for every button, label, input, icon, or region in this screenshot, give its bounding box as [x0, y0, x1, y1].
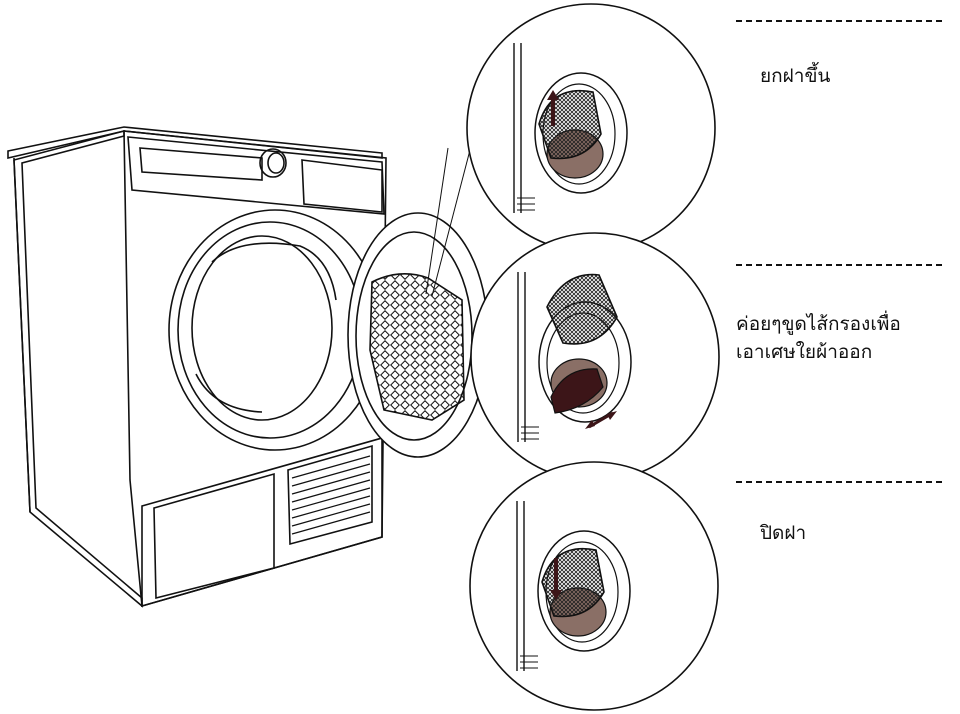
step-2-divider — [736, 264, 942, 266]
dryer-left-side — [14, 131, 142, 606]
display-window — [140, 148, 262, 180]
zoom-bubble-step-2 — [471, 233, 719, 481]
vent-slats — [292, 456, 370, 534]
step-3-instruction: ปิดฝา — [760, 519, 806, 547]
zoom-bubble-step-1 — [467, 4, 715, 252]
dryer-top — [8, 127, 382, 158]
lint-filter-in-door — [348, 148, 488, 457]
step-2-instruction: ค่อยๆขูดไส้กรองเพื่อ เอาเศษใยผ้าออก — [736, 310, 901, 366]
step-1-instruction: ยกฝาขึ้น — [760, 62, 830, 90]
tumble-dryer — [8, 127, 386, 606]
kick-plate — [154, 474, 274, 598]
door-ring — [178, 222, 362, 438]
bubble-outline — [471, 233, 719, 481]
step-3-divider — [736, 481, 942, 483]
zoom-detail-callouts — [467, 4, 719, 710]
filter-mesh-pattern — [370, 274, 464, 420]
zoom-bubble-step-3 — [470, 462, 718, 710]
step-1-divider — [736, 20, 942, 22]
door-glass — [192, 236, 332, 420]
water-tank-drawer — [302, 160, 382, 212]
